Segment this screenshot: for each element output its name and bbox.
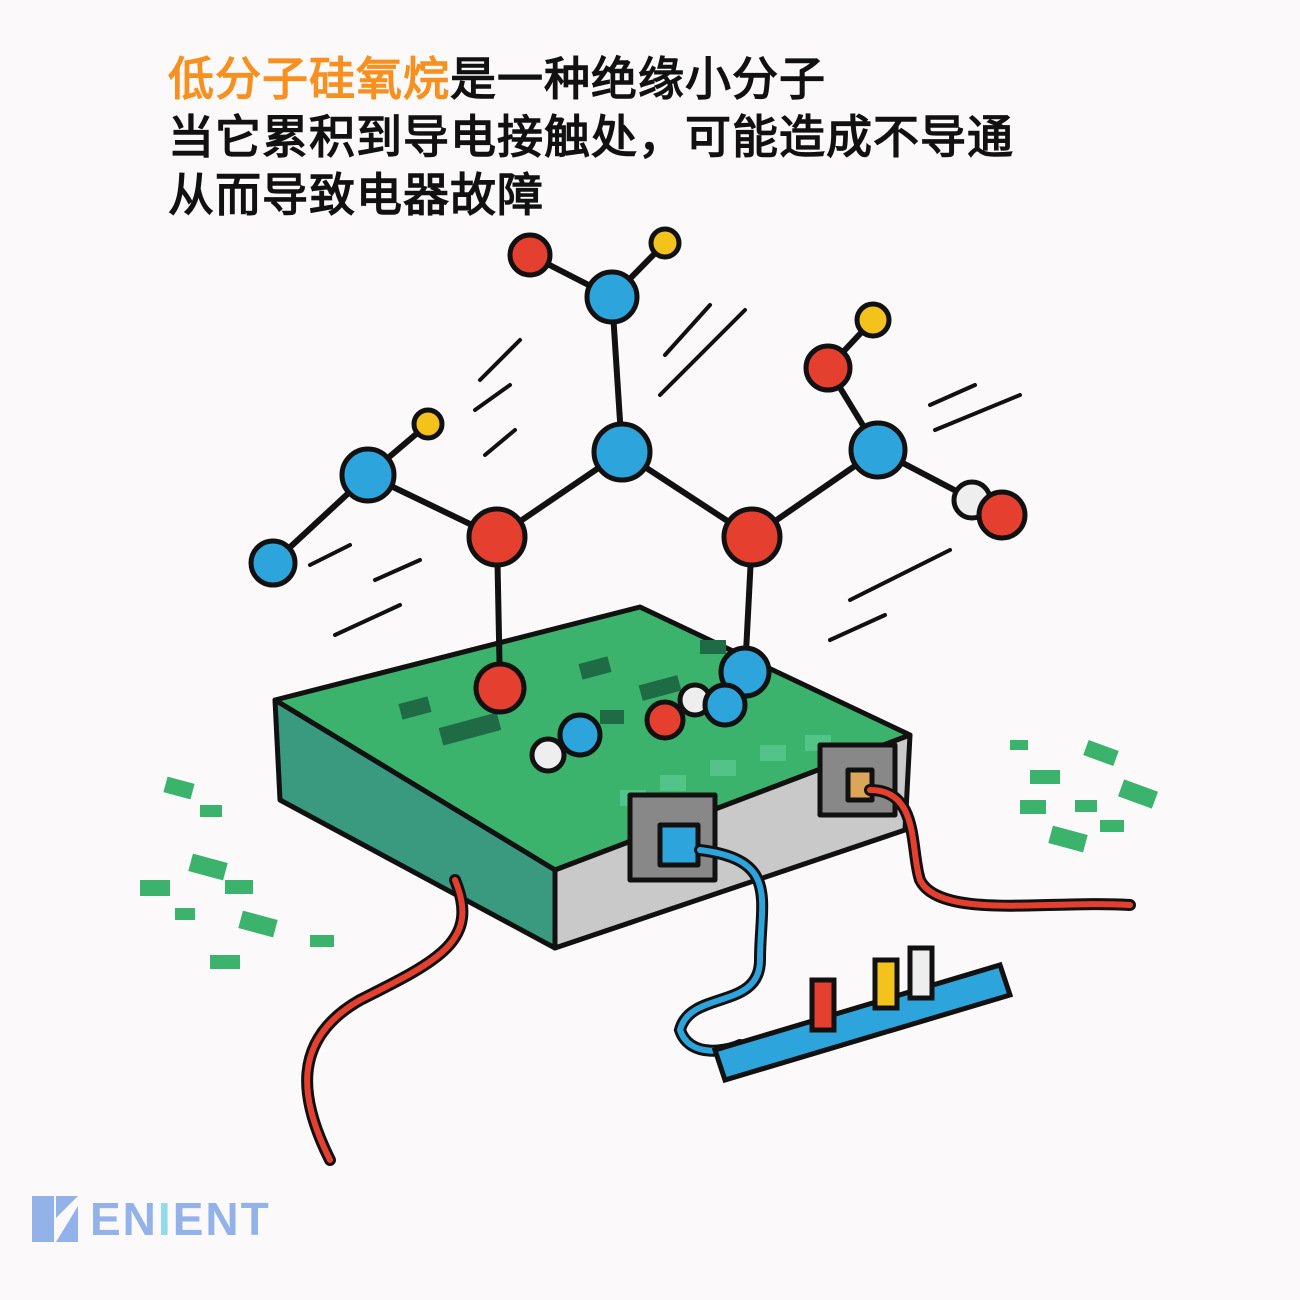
molecule-atoms (248, 226, 1028, 774)
enient-logo: ENIENT (32, 1196, 271, 1242)
caption-line-1-rest: 是一种绝缘小分子 (450, 52, 826, 106)
caption: 低分子硅氧烷是一种绝缘小分子 当它累积到导电接触处，可能造成不导通 从而导致电器… (168, 50, 1014, 224)
logo-text-en: EN (90, 1193, 158, 1245)
caption-highlight: 低分子硅氧烷 (168, 52, 450, 106)
logo-text-i: I (157, 1193, 173, 1245)
cables (301, 784, 1136, 1166)
green-particles (140, 740, 1158, 969)
terminal-strip (711, 945, 1014, 1084)
motion-lines (308, 303, 1022, 642)
caption-line-3: 从而导致电器故障 (168, 168, 544, 222)
caption-line-1: 低分子硅氧烷是一种绝缘小分子 (168, 50, 1014, 108)
logo-wordmark: ENIENT (90, 1196, 271, 1242)
logo-mark-icon (32, 1196, 78, 1242)
caption-line-2: 当它累积到导电接触处，可能造成不导通 (168, 110, 1014, 164)
circuit-board (272, 604, 913, 951)
logo-text-ent: ENT (172, 1193, 271, 1245)
